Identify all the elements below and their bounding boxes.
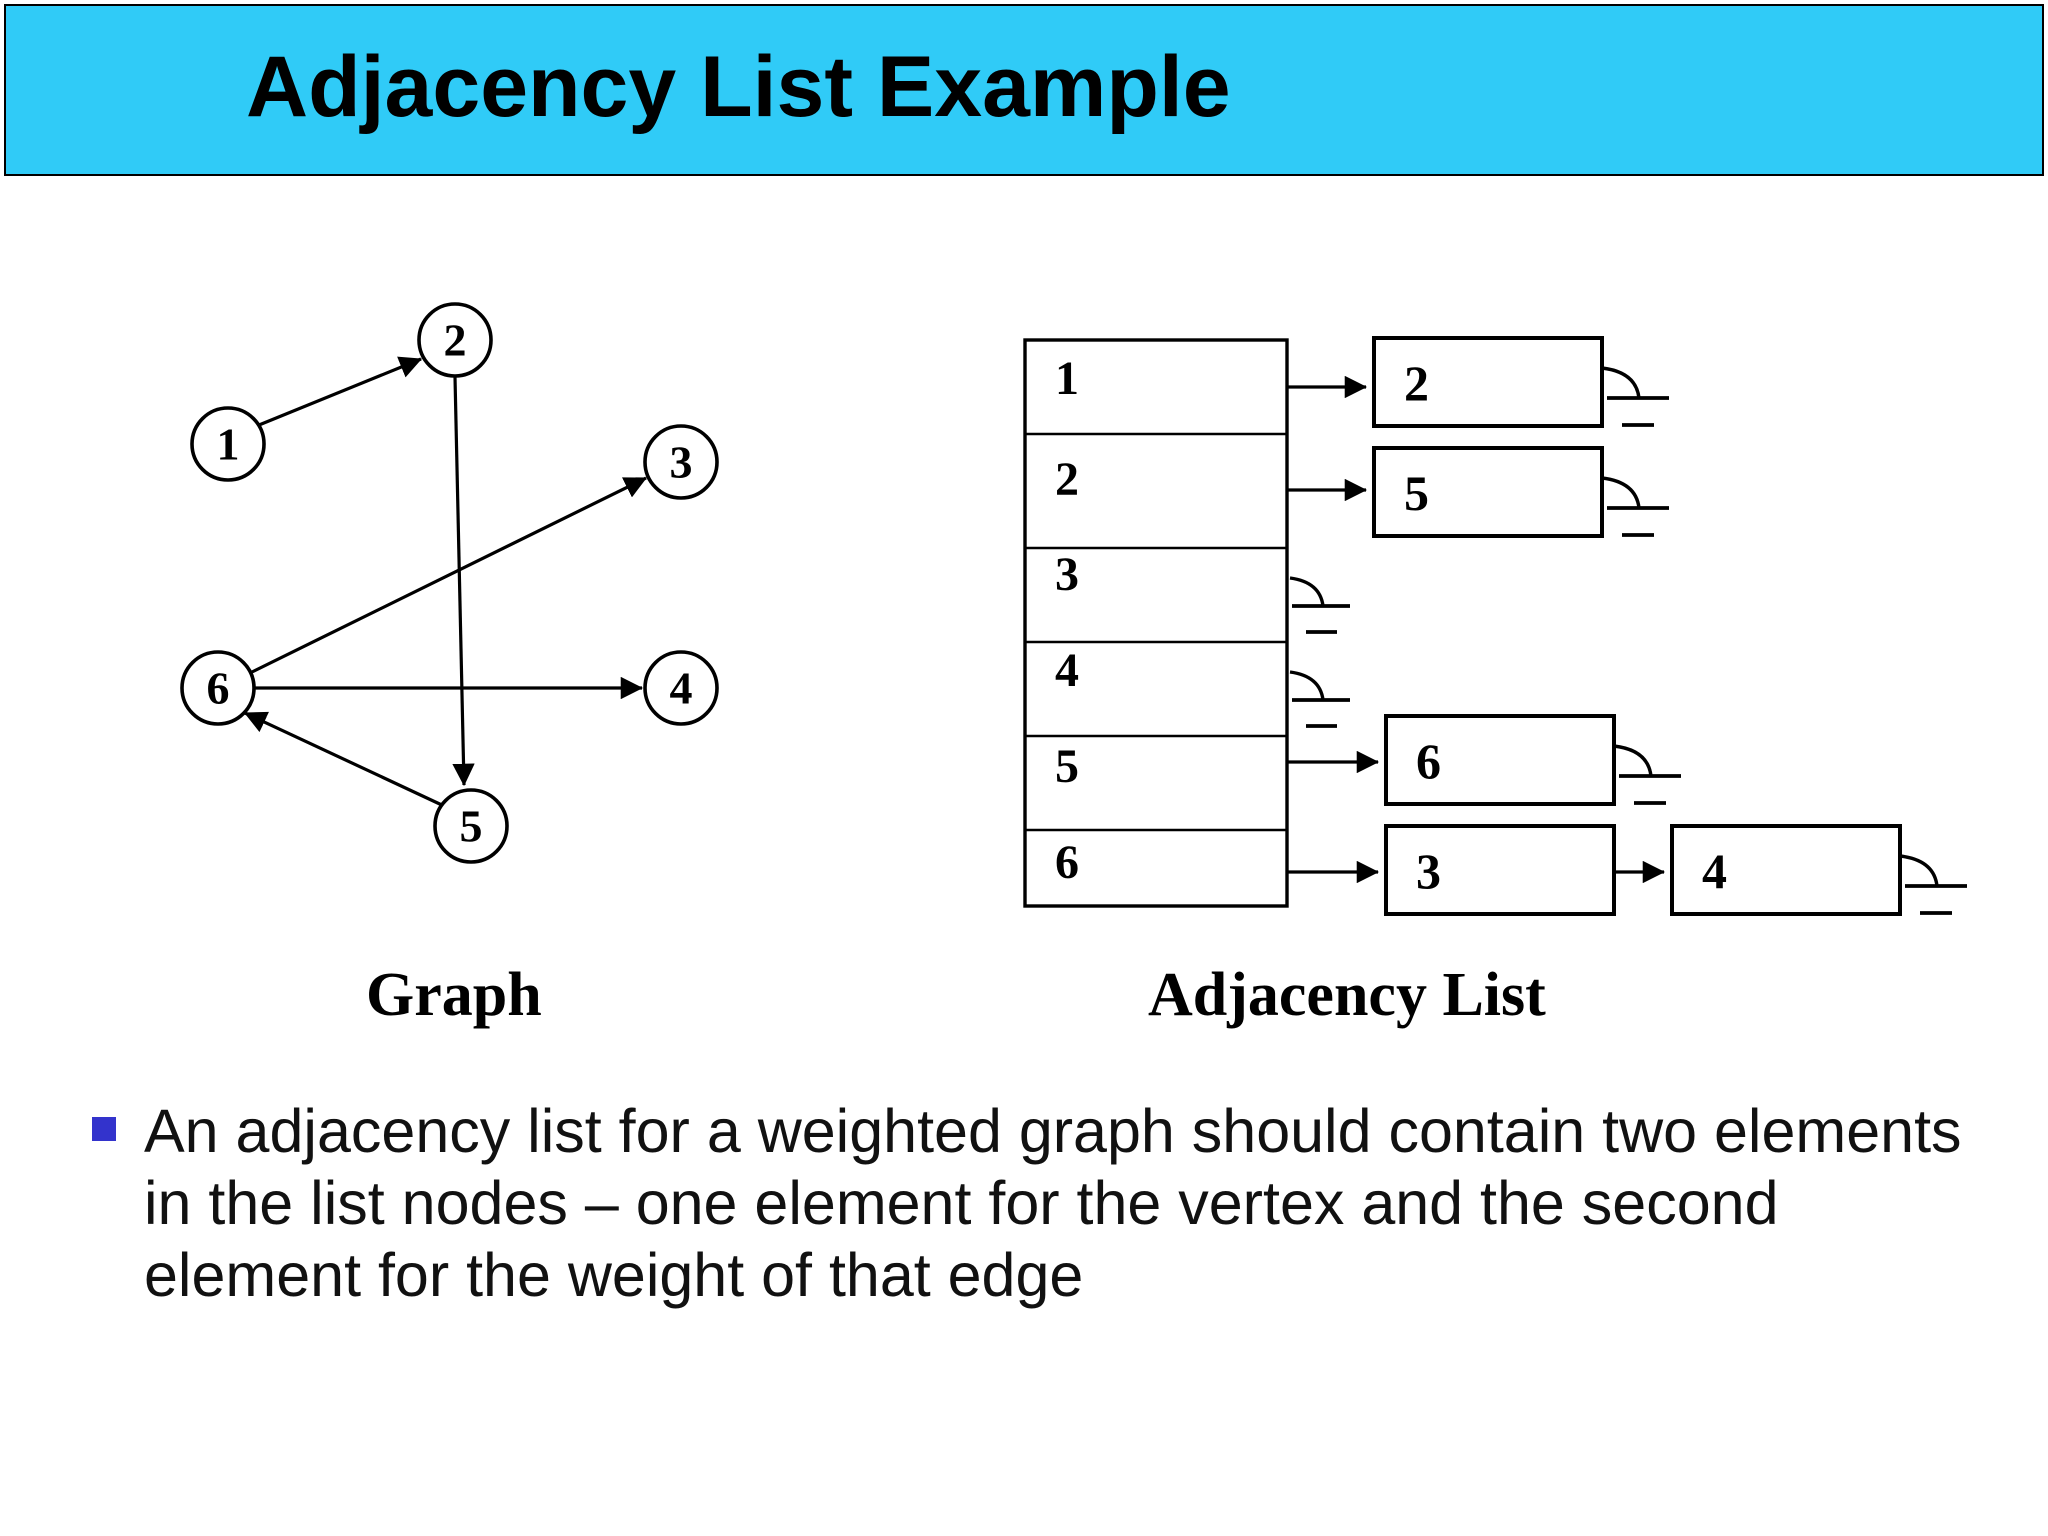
graph-node-4[interactable]: 4: [643, 650, 719, 726]
list-node-label-row2-5: 5: [1404, 465, 1429, 521]
null-ground-icon-row1: [1601, 366, 1669, 427]
adjacency-chain-row-4: [1289, 670, 1350, 728]
list-node-row5-6[interactable]: [1384, 714, 1616, 806]
null-ground-icon-row6: [1899, 854, 1967, 915]
graph-node-label-2: 2: [444, 315, 467, 366]
graph-edge-2-to-5: [452, 376, 475, 787]
list-node-row6-4[interactable]: [1670, 824, 1902, 916]
caption-adjacency-list: Adjacency List: [1148, 961, 1546, 1029]
adjacency-row-vertex-2: 2: [1055, 453, 1079, 506]
list-node-label-row1-2: 2: [1404, 355, 1429, 411]
list-node-label-row5-6: 6: [1416, 733, 1441, 789]
bullet-list: An adjacency list for a weighted graph s…: [92, 1095, 1992, 1311]
graph-node-2[interactable]: 2: [417, 302, 493, 378]
graph-nodes: 1 2 3 4 5: [180, 302, 719, 864]
adjacency-chain-row-3: [1289, 576, 1350, 634]
list-node-row1-2[interactable]: [1372, 336, 1604, 428]
adjacency-row-vertex-6: 6: [1055, 836, 1079, 889]
bullet-item-text: An adjacency list for a weighted graph s…: [144, 1097, 1962, 1309]
adjacency-chain-row-5: 6: [1287, 714, 1681, 806]
page-title: Adjacency List Example: [246, 39, 1231, 135]
null-ground-icon-row3: [1289, 576, 1350, 634]
bullet-marker-icon: [92, 1117, 116, 1141]
list-node-row2-5[interactable]: [1372, 446, 1604, 538]
graph-node-label-5: 5: [460, 801, 483, 852]
graph-node-label-3: 3: [670, 437, 693, 488]
graph-node-label-6: 6: [207, 663, 230, 714]
adjacency-table: 1 2 3 4 5 6: [1023, 338, 1289, 908]
adjacency-row-vertex-1: 1: [1055, 352, 1079, 405]
graph-node-label-1: 1: [217, 419, 240, 470]
adjacency-row-vertex-3: 3: [1055, 548, 1079, 601]
title-banner: Adjacency List Example: [4, 4, 2044, 176]
adjacency-chain-row-1: 2: [1287, 336, 1669, 428]
graph-edge-1-to-2: [258, 356, 423, 427]
null-ground-icon-row5: [1613, 744, 1681, 805]
graph-edges: [243, 356, 648, 808]
null-ground-icon-row4: [1289, 670, 1350, 728]
null-ground-icon-row2: [1601, 476, 1669, 537]
graph-node-label-4: 4: [670, 663, 693, 714]
graph-node-3[interactable]: 3: [643, 424, 719, 500]
graph-node-6[interactable]: 6: [180, 650, 256, 726]
list-node-label-row6-4: 4: [1702, 843, 1727, 899]
graph-edge-5-to-6: [243, 711, 445, 808]
list-node-label-row6-3: 3: [1416, 843, 1441, 899]
adjacency-chain-row-6: 3 4: [1287, 824, 1967, 916]
adjacency-row-vertex-5: 5: [1055, 740, 1079, 793]
list-node-row6-3[interactable]: [1384, 824, 1616, 916]
caption-graph: Graph: [366, 961, 542, 1029]
graph-node-1[interactable]: 1: [190, 406, 266, 482]
graph-node-5[interactable]: 5: [433, 788, 509, 864]
adjacency-chain-row-2: 5: [1287, 446, 1669, 538]
adjacency-row-vertex-4: 4: [1055, 644, 1079, 697]
graph-edge-6-to-3: [251, 476, 648, 674]
